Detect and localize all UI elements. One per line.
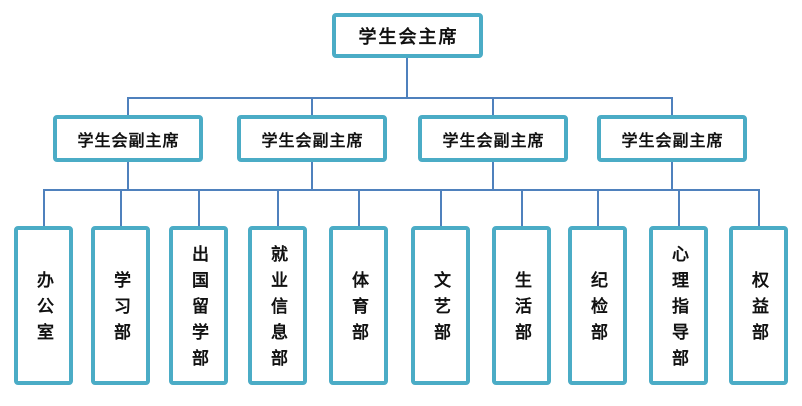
dept-label: 体育部 (348, 271, 368, 349)
connector-drop-vp3 (492, 97, 494, 115)
connector-vp4-down (671, 162, 673, 190)
connector-drop-dept2 (120, 189, 122, 226)
org-box-dept-study[interactable]: 学习部 (91, 226, 150, 385)
dept-label: 就业信息部 (267, 245, 287, 375)
org-box-dept-life[interactable]: 生活部 (492, 226, 551, 385)
dept-label: 出国留学部 (188, 245, 208, 375)
org-box-president[interactable]: 学生会主席 (332, 13, 483, 58)
connector-vp2-down (311, 162, 313, 190)
org-box-vice-president-4[interactable]: 学生会副主席 (597, 115, 747, 162)
org-box-dept-office[interactable]: 办公室 (14, 226, 73, 385)
connector-drop-dept7 (521, 189, 523, 226)
dept-label: 学习部 (110, 271, 130, 349)
vice-president-label: 学生会副主席 (261, 130, 364, 150)
connector-drop-dept5 (358, 189, 360, 226)
org-box-dept-psych-guidance[interactable]: 心理指导部 (649, 226, 708, 385)
org-box-dept-arts[interactable]: 文艺部 (411, 226, 470, 385)
org-box-vice-president-3[interactable]: 学生会副主席 (418, 115, 568, 162)
org-box-dept-sports[interactable]: 体育部 (329, 226, 388, 385)
dept-label: 办公室 (33, 271, 53, 349)
connector-drop-dept8 (597, 189, 599, 226)
connector-drop-vp1 (127, 97, 129, 115)
vice-president-label: 学生会副主席 (77, 130, 180, 150)
org-box-vice-president-1[interactable]: 学生会副主席 (53, 115, 203, 162)
connector-bus-level1 (128, 97, 673, 99)
connector-vp3-down (492, 162, 494, 190)
connector-drop-vp4 (671, 97, 673, 115)
org-box-vice-president-2[interactable]: 学生会副主席 (237, 115, 387, 162)
dept-label: 权益部 (748, 271, 768, 349)
connector-drop-dept3 (198, 189, 200, 226)
dept-label: 生活部 (511, 271, 531, 349)
vice-president-label: 学生会副主席 (621, 130, 724, 150)
connector-drop-vp2 (311, 97, 313, 115)
connector-bus-level2 (43, 189, 759, 191)
org-box-dept-study-abroad[interactable]: 出国留学部 (169, 226, 228, 385)
president-label: 学生会主席 (358, 26, 459, 48)
org-box-dept-employment-info[interactable]: 就业信息部 (248, 226, 307, 385)
connector-drop-dept4 (277, 189, 279, 226)
dept-label: 纪检部 (587, 271, 607, 349)
org-box-dept-rights[interactable]: 权益部 (729, 226, 788, 385)
dept-label: 心理指导部 (668, 245, 688, 375)
vice-president-label: 学生会副主席 (442, 130, 545, 150)
connector-drop-dept10 (758, 189, 760, 226)
org-box-dept-discipline[interactable]: 纪检部 (568, 226, 627, 385)
connector-drop-dept9 (678, 189, 680, 226)
connector-vp1-down (127, 162, 129, 190)
connector-president-down (406, 58, 408, 98)
connector-drop-dept6 (440, 189, 442, 226)
dept-label: 文艺部 (430, 271, 450, 349)
connector-drop-dept1 (43, 189, 45, 226)
